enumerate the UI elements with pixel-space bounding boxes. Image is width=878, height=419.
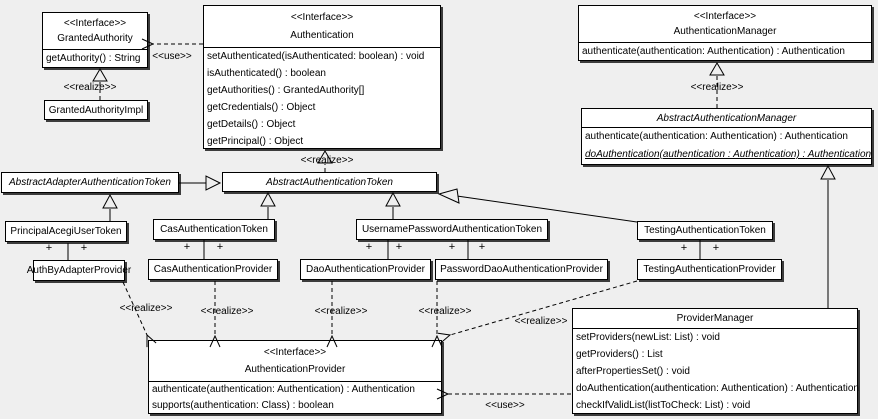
label-plus: + bbox=[80, 242, 88, 254]
methods-compartment: authenticate(authentication: Authenticat… bbox=[149, 382, 441, 414]
method-item: authenticate(authentication: Authenticat… bbox=[585, 131, 848, 142]
generalization-provider-manager bbox=[820, 164, 836, 308]
method-item: doAuthentication(authentication : Authen… bbox=[585, 149, 872, 160]
label-realize: <<realize>> bbox=[300, 155, 354, 166]
label-realize: <<realize>> bbox=[690, 82, 744, 93]
class-box-authentication-provider[interactable]: <<Interface>> AuthenticationProvider aut… bbox=[148, 340, 442, 414]
label-realize: <<realize>> bbox=[514, 316, 568, 327]
class-box-principal-acegi-user-token[interactable]: PrincipalAcegiUserToken bbox=[5, 221, 127, 242]
method-item: authenticate(authentication: Authenticat… bbox=[582, 46, 845, 57]
class-box-authentication-manager[interactable]: <<Interface>> AuthenticationManager auth… bbox=[578, 5, 872, 61]
methods-compartment: getAuthority() : String bbox=[43, 50, 147, 67]
method-item: getCredentials() : Object bbox=[207, 102, 316, 113]
class-name: CasAuthenticationProvider bbox=[153, 264, 273, 275]
label-use: <<use>> bbox=[485, 400, 525, 411]
label-plus: + bbox=[478, 241, 486, 253]
class-box-authentication[interactable]: <<Interface>> Authentication setAuthenti… bbox=[203, 5, 441, 149]
class-box-granted-authority[interactable]: <<Interface>> GrantedAuthority getAuthor… bbox=[42, 12, 148, 68]
method-item: afterPropertiesSet() : void bbox=[576, 366, 690, 377]
stereotype-label: <<Interface>> bbox=[63, 17, 127, 29]
class-title-compartment: <<Interface>> AuthenticationProvider bbox=[149, 341, 441, 382]
class-box-dao-authentication-provider[interactable]: DaoAuthenticationProvider bbox=[300, 259, 431, 280]
label-realize: <<realize>> bbox=[119, 303, 173, 314]
label-plus: + bbox=[680, 242, 688, 254]
generalization-username-password-token bbox=[385, 191, 401, 219]
class-name: CasAuthenticationToken bbox=[160, 224, 268, 235]
class-box-password-dao-authentication-provider[interactable]: PasswordDaoAuthenticationProvider bbox=[435, 259, 608, 280]
method-item: isAuthenticated() : boolean bbox=[207, 68, 326, 79]
method-item: setAuthenticated(isAuthenticated: boolea… bbox=[207, 51, 425, 62]
label-plus: + bbox=[45, 242, 53, 254]
method-item: authenticate(authentication: Authenticat… bbox=[152, 384, 415, 395]
class-box-provider-manager[interactable]: ProviderManager setProviders(newList: Li… bbox=[572, 308, 859, 414]
class-name: AbstractAuthenticationManager bbox=[656, 112, 797, 124]
class-name: DaoAuthenticationProvider bbox=[306, 264, 425, 275]
class-name: AbstractAuthenticationToken bbox=[266, 176, 393, 188]
method-item: getDetails() : Object bbox=[207, 119, 296, 130]
class-box-granted-authority-impl[interactable]: GrantedAuthorityImpl bbox=[44, 100, 148, 120]
class-name: ProviderManager bbox=[676, 313, 754, 324]
class-name: TestingAuthenticationProvider bbox=[643, 264, 776, 275]
class-title-compartment: <<Interface>> GrantedAuthority bbox=[43, 13, 147, 50]
stereotype-label: <<Interface>> bbox=[263, 347, 327, 358]
class-name: PrincipalAcegiUserToken bbox=[10, 226, 122, 237]
class-name: Authentication bbox=[290, 29, 354, 41]
methods-compartment: authenticate(authentication: Authenticat… bbox=[582, 128, 871, 164]
label-use: <<use>> bbox=[152, 51, 192, 62]
label-plus: + bbox=[395, 241, 403, 253]
class-name: AuthenticationManager bbox=[673, 26, 777, 38]
class-name: AbstractAdapterAuthenticationToken bbox=[9, 177, 171, 188]
method-item: getAuthority() : String bbox=[46, 53, 141, 64]
class-box-testing-authentication-provider[interactable]: TestingAuthenticationProvider bbox=[637, 259, 782, 280]
methods-compartment: authenticate(authentication: Authenticat… bbox=[579, 43, 871, 60]
class-box-testing-authentication-token[interactable]: TestingAuthenticationToken bbox=[637, 221, 773, 240]
association-lines bbox=[67, 240, 701, 260]
label-plus: + bbox=[712, 242, 720, 254]
stereotype-label: <<Interface>> bbox=[693, 10, 757, 22]
methods-compartment: setProviders(newList: List) : void getPr… bbox=[573, 329, 859, 414]
generalization-principal-acegi-user-token bbox=[102, 193, 118, 221]
class-box-auth-by-adapter-provider[interactable]: AuthByAdapterProvider bbox=[27, 260, 131, 281]
label-realize: <<realize>> bbox=[314, 306, 368, 317]
class-name: UsernamePasswordAuthenticationToken bbox=[361, 224, 543, 235]
methods-compartment: setAuthenticated(isAuthenticated: boolea… bbox=[204, 48, 440, 150]
class-name: PasswordDaoAuthenticationProvider bbox=[440, 264, 603, 275]
class-name: GrantedAuthorityImpl bbox=[48, 104, 144, 116]
generalization-testing-token bbox=[437, 188, 638, 223]
label-realize: <<realize>> bbox=[418, 306, 472, 317]
class-box-cas-authentication-provider[interactable]: CasAuthenticationProvider bbox=[148, 259, 278, 280]
method-item: supports(authentication: Class) : boolea… bbox=[152, 400, 334, 411]
class-box-cas-authentication-token[interactable]: CasAuthenticationToken bbox=[153, 219, 275, 240]
label-realize: <<realize>> bbox=[200, 306, 254, 317]
class-box-abstract-authentication-token[interactable]: AbstractAuthenticationToken bbox=[222, 172, 437, 192]
class-name: GrantedAuthority bbox=[57, 33, 133, 45]
method-item: getAuthorities() : GrantedAuthority[] bbox=[207, 85, 365, 96]
class-title-compartment: <<Interface>> Authentication bbox=[204, 6, 440, 48]
method-item: doAuthentication(authentication: Authent… bbox=[576, 383, 859, 394]
method-item: getProviders() : List bbox=[576, 349, 663, 360]
method-item: setProviders(newList: List) : void bbox=[576, 332, 720, 343]
class-box-username-password-authentication-token[interactable]: UsernamePasswordAuthenticationToken bbox=[356, 219, 548, 240]
label-plus: + bbox=[216, 241, 224, 253]
class-title-compartment: ProviderManager bbox=[573, 309, 857, 329]
label-plus: + bbox=[448, 241, 456, 253]
class-box-abstract-adapter-authentication-token[interactable]: AbstractAdapterAuthenticationToken bbox=[1, 172, 179, 193]
class-title-compartment: AbstractAuthenticationManager bbox=[582, 109, 871, 128]
class-name: AuthByAdapterProvider bbox=[26, 265, 132, 276]
method-item: getPrincipal() : Object bbox=[207, 136, 304, 147]
generalization-adapter-token bbox=[179, 175, 222, 191]
label-realize: <<realize>> bbox=[63, 82, 117, 93]
label-plus: + bbox=[183, 241, 191, 253]
class-title-compartment: <<Interface>> AuthenticationManager bbox=[579, 6, 871, 43]
class-name: TestingAuthenticationToken bbox=[644, 225, 766, 236]
class-box-abstract-authentication-manager[interactable]: AbstractAuthenticationManager authentica… bbox=[581, 108, 872, 165]
label-plus: + bbox=[365, 241, 373, 253]
method-item: checkIfValidList(listToCheck: List) : vo… bbox=[576, 400, 751, 411]
generalization-cas-token bbox=[260, 191, 276, 219]
stereotype-label: <<Interface>> bbox=[290, 12, 354, 24]
class-name: AuthenticationProvider bbox=[244, 364, 346, 375]
